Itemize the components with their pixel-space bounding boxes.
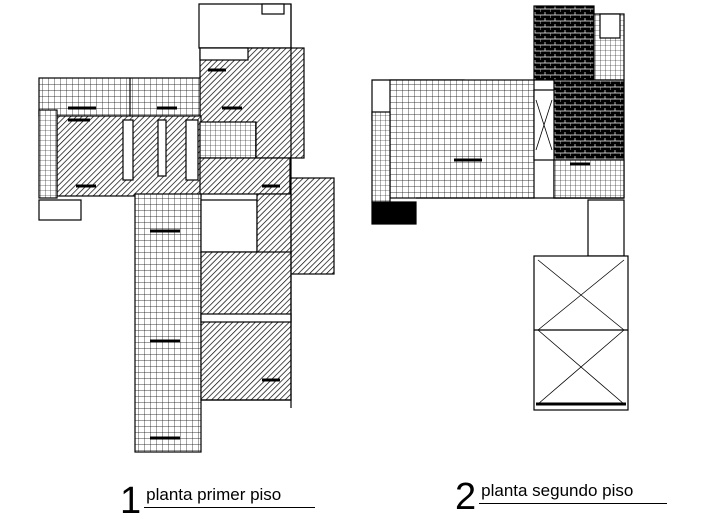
plan-1-terrace [289, 177, 335, 275]
plan-1-floor [38, 3, 335, 453]
plan-2-dark-roof [533, 5, 595, 81]
plan-1-caption: 1 planta primer piso [120, 480, 316, 522]
plan-2-caption: 2 planta segundo piso [455, 476, 668, 518]
plan-1-corridor [134, 193, 202, 453]
plan-2-black-block [371, 201, 417, 225]
plan-1-title: planta primer piso [144, 486, 316, 508]
plan-2-number: 2 [455, 476, 477, 518]
plan-1-number: 1 [120, 480, 142, 522]
plan-1-stair [38, 109, 58, 199]
plan-2-floor [371, 5, 629, 411]
plan-2-title: planta segundo piso [479, 482, 668, 504]
plan-2-lower-roof [533, 255, 629, 411]
plan-2-terrace [389, 79, 535, 199]
plan-1-left-tiles [38, 77, 201, 117]
plan-1-lower-rooms [200, 251, 292, 401]
plan-1-patio [200, 199, 258, 253]
